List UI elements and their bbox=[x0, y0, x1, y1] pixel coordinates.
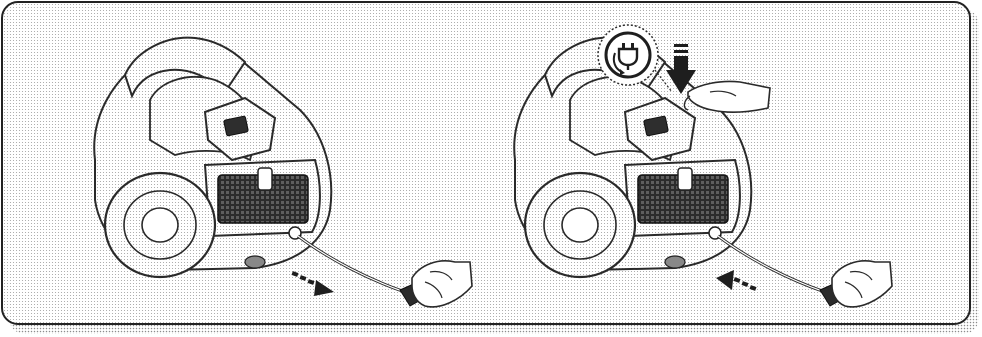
front-caster bbox=[665, 256, 685, 268]
grille-latch bbox=[258, 168, 272, 190]
front-caster bbox=[245, 256, 265, 268]
grille-latch bbox=[678, 168, 692, 190]
